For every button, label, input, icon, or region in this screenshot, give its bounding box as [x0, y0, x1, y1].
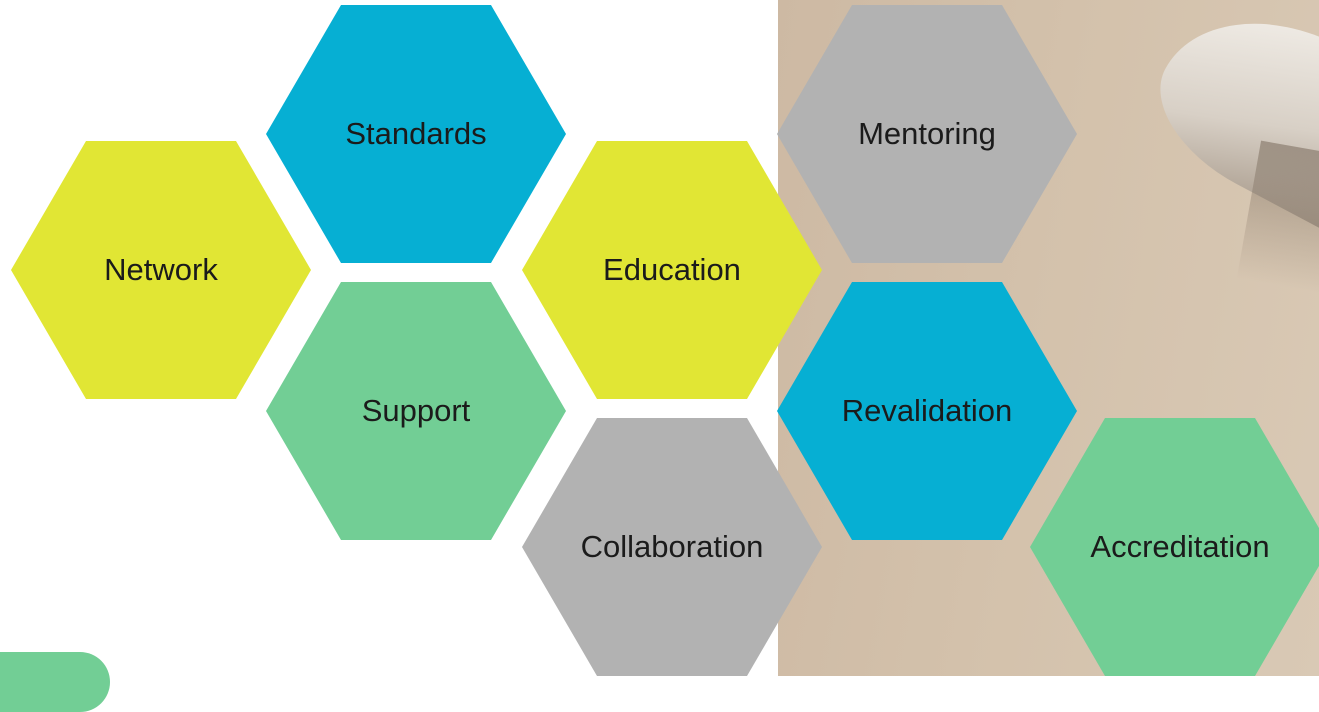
- hexagon-label: Network: [104, 252, 218, 287]
- hexagon-label: Revalidation: [841, 393, 1013, 428]
- hexagon-label: Support: [361, 393, 471, 428]
- green-tab-shape: [0, 652, 110, 712]
- hexagon-label: Standards: [345, 116, 487, 151]
- hexagon-label: Education: [603, 252, 741, 287]
- hexagon-education: Education: [522, 141, 822, 399]
- hexagon-collaboration: Collaboration: [522, 418, 822, 676]
- hexagon-standards: Standards: [266, 5, 566, 263]
- hexagon-mentoring: Mentoring: [777, 5, 1077, 263]
- hexagon-label: Collaboration: [580, 529, 764, 564]
- hexagon-revalidation: Revalidation: [777, 282, 1077, 540]
- hexagon-label: Mentoring: [858, 116, 996, 151]
- hexagon-support: Support: [266, 282, 566, 540]
- hexagon-network: Network: [11, 141, 311, 399]
- hexagon-label: Accreditation: [1090, 529, 1270, 564]
